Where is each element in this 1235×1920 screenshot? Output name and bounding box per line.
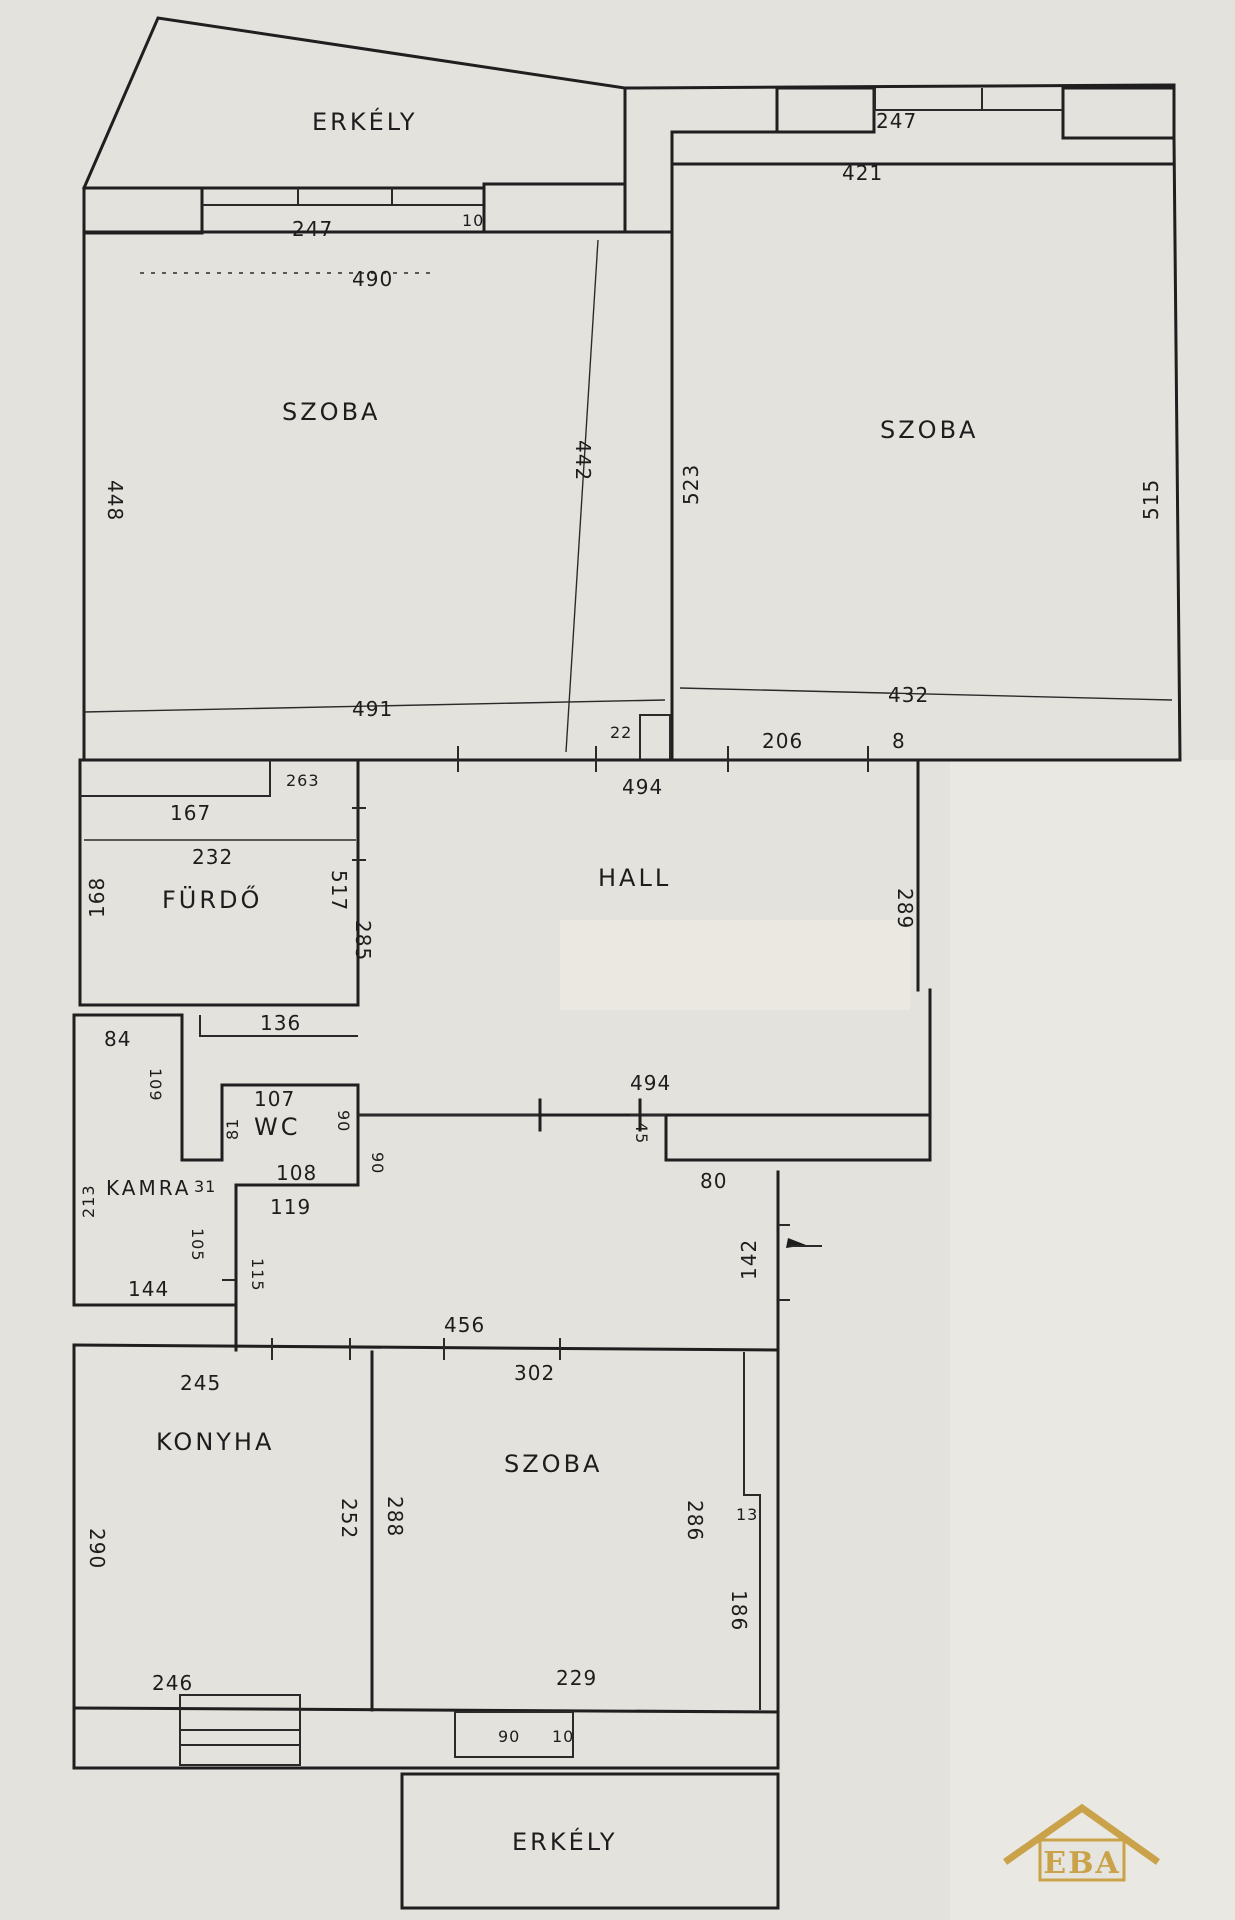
dim-186: 186 bbox=[727, 1590, 751, 1631]
dim-494-hall: 494 bbox=[622, 775, 663, 799]
dim-84: 84 bbox=[104, 1027, 131, 1051]
dim-494-corridor: 494 bbox=[630, 1071, 671, 1095]
eba-logo-text: EBA bbox=[1043, 1846, 1121, 1881]
dim-302: 302 bbox=[514, 1361, 555, 1385]
dim-90-corridor: 90 bbox=[368, 1152, 387, 1174]
room-top-right-walls bbox=[623, 83, 1182, 762]
dim-136: 136 bbox=[260, 1011, 301, 1035]
dim-45: 45 bbox=[632, 1122, 651, 1144]
dim-247-top-left: 247 bbox=[292, 217, 333, 241]
dim-421: 421 bbox=[842, 161, 883, 185]
bottom-rooms-walls bbox=[72, 1338, 780, 1770]
corridor-walls bbox=[234, 1170, 822, 1352]
dim-167: 167 bbox=[170, 801, 211, 825]
dim-456: 456 bbox=[444, 1313, 485, 1337]
dim-206: 206 bbox=[762, 729, 803, 753]
dim-108: 108 bbox=[276, 1161, 317, 1185]
dim-22: 22 bbox=[610, 723, 632, 742]
dim-213: 213 bbox=[79, 1184, 98, 1218]
dim-90-wc: 90 bbox=[334, 1110, 353, 1132]
dim-285: 285 bbox=[351, 920, 375, 961]
label-wc: WC bbox=[254, 1113, 301, 1141]
dim-144: 144 bbox=[128, 1277, 169, 1301]
dim-442: 442 bbox=[571, 440, 595, 481]
dim-432: 432 bbox=[888, 683, 929, 707]
dim-246: 246 bbox=[152, 1671, 193, 1695]
label-room-bottom: SZOBA bbox=[504, 1450, 602, 1478]
dim-90-window: 90 bbox=[498, 1727, 520, 1746]
dim-10-window: 10 bbox=[552, 1727, 574, 1746]
dim-286: 286 bbox=[683, 1500, 707, 1541]
dim-263: 263 bbox=[286, 771, 320, 790]
label-balcony-bottom: ERKÉLY bbox=[512, 1827, 618, 1856]
dim-290: 290 bbox=[85, 1528, 109, 1569]
dim-13: 13 bbox=[736, 1505, 758, 1524]
dim-107: 107 bbox=[254, 1087, 295, 1111]
hall-walls bbox=[78, 746, 932, 1162]
label-balcony-top: ERKÉLY bbox=[312, 107, 418, 136]
dim-517: 517 bbox=[327, 870, 351, 911]
dim-109: 109 bbox=[146, 1068, 165, 1102]
dim-8: 8 bbox=[892, 729, 906, 753]
balcony-bottom-outline bbox=[400, 1772, 780, 1910]
dim-247-top-right: 247 bbox=[876, 109, 917, 133]
label-bathroom: FÜRDŐ bbox=[162, 884, 262, 914]
label-room-top-left: SZOBA bbox=[282, 398, 380, 426]
dim-229: 229 bbox=[556, 1666, 597, 1690]
label-hall: HALL bbox=[598, 864, 671, 892]
dim-491: 491 bbox=[352, 697, 393, 721]
dim-81: 81 bbox=[223, 1118, 242, 1140]
label-pantry: KAMRA bbox=[106, 1176, 191, 1200]
dim-142: 142 bbox=[737, 1239, 761, 1280]
dim-80: 80 bbox=[700, 1169, 727, 1193]
dim-288: 288 bbox=[383, 1496, 407, 1537]
dim-523: 523 bbox=[679, 464, 703, 505]
dim-245: 245 bbox=[180, 1371, 221, 1395]
pantry-wc-walls bbox=[72, 1013, 430, 1307]
dim-515: 515 bbox=[1139, 479, 1163, 520]
dim-490: 490 bbox=[352, 267, 393, 291]
dim-119: 119 bbox=[270, 1195, 311, 1219]
dim-31: 31 bbox=[194, 1177, 216, 1196]
label-room-top-right: SZOBA bbox=[880, 416, 978, 444]
dim-289: 289 bbox=[893, 888, 917, 929]
bathroom-walls bbox=[78, 758, 366, 1007]
dim-232: 232 bbox=[192, 845, 233, 869]
dim-105: 105 bbox=[188, 1228, 207, 1262]
dim-168: 168 bbox=[85, 877, 109, 918]
label-kitchen: KONYHA bbox=[156, 1428, 274, 1456]
dim-252: 252 bbox=[337, 1498, 361, 1539]
dim-448: 448 bbox=[103, 480, 127, 521]
eba-logo: EBA bbox=[1002, 1803, 1161, 1882]
dim-115: 115 bbox=[248, 1258, 267, 1292]
dim-10-top: 10 bbox=[462, 211, 484, 230]
